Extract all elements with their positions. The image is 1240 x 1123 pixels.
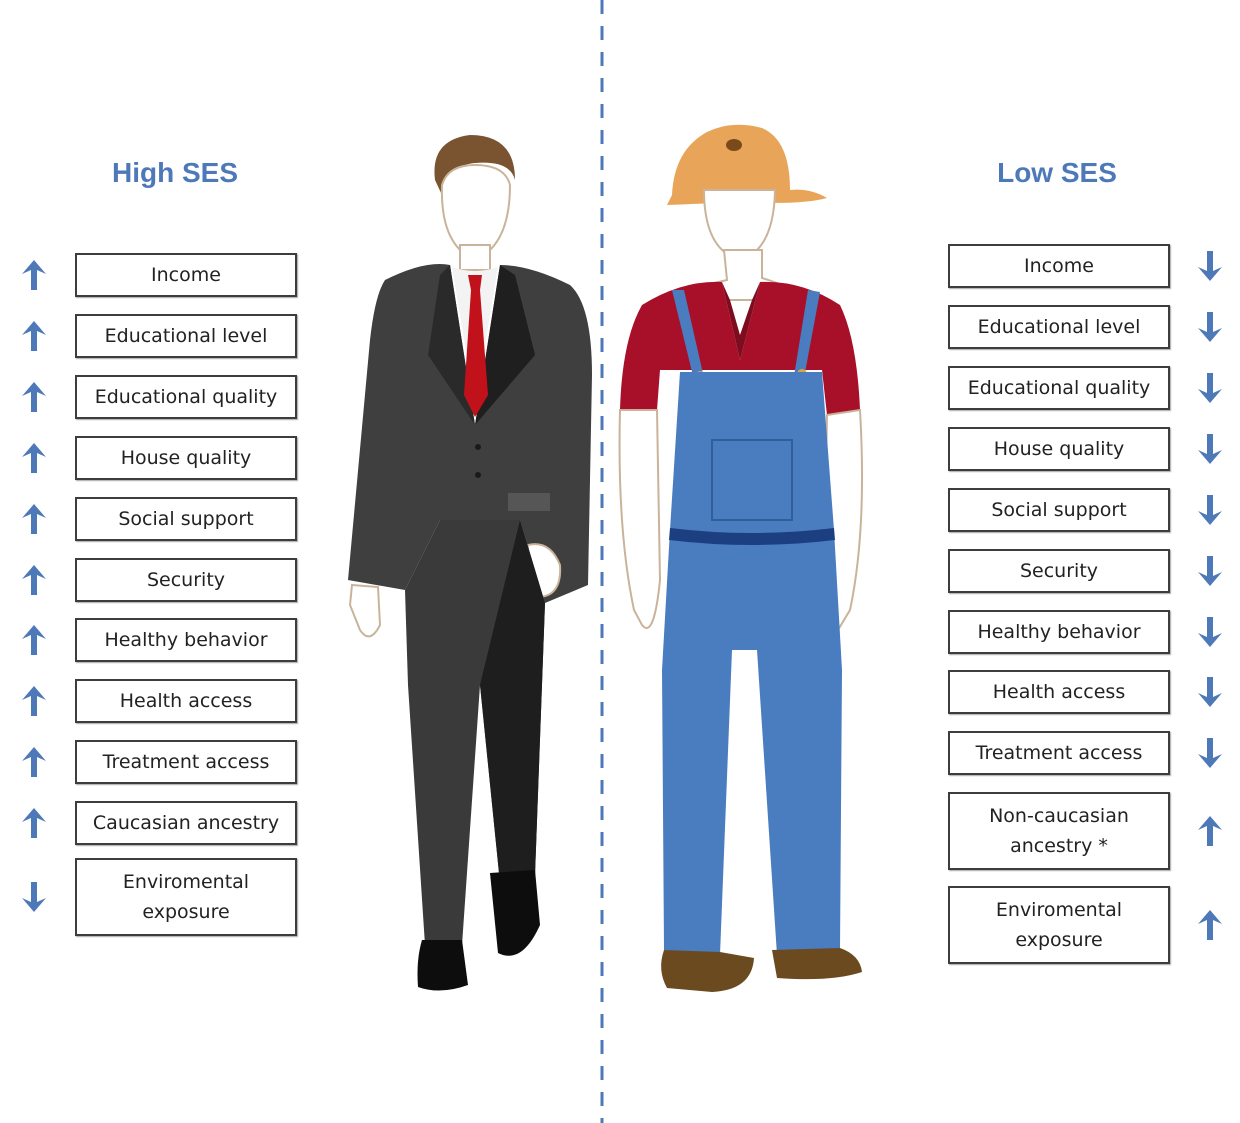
arrow-up-icon xyxy=(20,258,48,292)
low-factor-box: Social support xyxy=(948,488,1170,532)
low-factor-box: Healthy behavior xyxy=(948,610,1170,654)
arrow-up-icon xyxy=(20,745,48,779)
low-factor-box: Educational quality xyxy=(948,366,1170,410)
low-factor-box: Non-caucasian ancestry * xyxy=(948,792,1170,870)
arrow-up-icon xyxy=(20,563,48,597)
factor-label: Health access xyxy=(119,690,253,712)
farmer-figure xyxy=(618,124,864,992)
factor-label: Income xyxy=(151,264,221,286)
factor-label: Health access xyxy=(992,681,1126,703)
arrow-down-icon xyxy=(1196,493,1224,527)
arrow-up-icon xyxy=(20,684,48,718)
high-factor-box: Healthy behavior xyxy=(75,618,297,662)
high-factor-box: House quality xyxy=(75,436,297,480)
arrow-down-icon xyxy=(1196,371,1224,405)
high-ses-title: High SES xyxy=(111,157,238,188)
arrow-up-icon xyxy=(20,623,48,657)
arrow-up-icon xyxy=(20,806,48,840)
factor-label: Educational level xyxy=(977,316,1141,338)
factor-label: Social support xyxy=(991,499,1127,521)
high-factor-box: Health access xyxy=(75,679,297,723)
low-factor-box: Treatment access xyxy=(948,731,1170,775)
arrow-up-icon xyxy=(20,441,48,475)
arrow-down-icon xyxy=(1196,310,1224,344)
factor-label: Treatment access xyxy=(975,742,1143,764)
arrow-down-icon xyxy=(20,880,48,914)
factor-label: Enviromental exposure xyxy=(122,871,250,923)
businessman-figure xyxy=(348,135,592,991)
factor-label: Security xyxy=(146,569,226,591)
center-divider xyxy=(600,0,604,1123)
low-factor-box: Health access xyxy=(948,670,1170,714)
factor-label: Educational quality xyxy=(967,377,1151,399)
factor-label: Non-caucasian ancestry * xyxy=(989,805,1129,857)
factor-label: House quality xyxy=(993,438,1125,460)
factor-label: Educational level xyxy=(104,325,268,347)
factor-label: Caucasian ancestry xyxy=(92,812,280,834)
factor-label: Enviromental exposure xyxy=(995,899,1123,951)
high-factor-box: Security xyxy=(75,558,297,602)
low-factor-box: Enviromental exposure xyxy=(948,886,1170,964)
factor-label: Educational quality xyxy=(94,386,278,408)
high-factor-box: Educational level xyxy=(75,314,297,358)
factor-label: Income xyxy=(1024,255,1094,277)
high-factor-box: Income xyxy=(75,253,297,297)
low-ses-title: Low SES xyxy=(997,157,1117,188)
arrow-down-icon xyxy=(1196,615,1224,649)
arrow-down-icon xyxy=(1196,736,1224,770)
arrow-up-icon xyxy=(20,502,48,536)
high-factor-box: Educational quality xyxy=(75,375,297,419)
low-factor-box: House quality xyxy=(948,427,1170,471)
arrow-down-icon xyxy=(1196,675,1224,709)
factor-label: Security xyxy=(1019,560,1099,582)
factor-label: Healthy behavior xyxy=(104,629,268,651)
low-factor-box: Educational level xyxy=(948,305,1170,349)
arrow-down-icon xyxy=(1196,554,1224,588)
arrow-up-icon xyxy=(20,380,48,414)
arrow-up-icon xyxy=(20,319,48,353)
factor-label: Treatment access xyxy=(102,751,270,773)
high-factor-box: Treatment access xyxy=(75,740,297,784)
low-factor-box: Income xyxy=(948,244,1170,288)
factor-label: House quality xyxy=(120,447,252,469)
low-factor-box: Security xyxy=(948,549,1170,593)
high-factor-box: Caucasian ancestry xyxy=(75,801,297,845)
factor-label: Social support xyxy=(118,508,254,530)
arrow-up-icon xyxy=(1196,908,1224,942)
high-factor-box: Social support xyxy=(75,497,297,541)
high-factor-box: Enviromental exposure xyxy=(75,858,297,936)
arrow-down-icon xyxy=(1196,432,1224,466)
factor-label: Healthy behavior xyxy=(977,621,1141,643)
arrow-up-icon xyxy=(1196,814,1224,848)
arrow-down-icon xyxy=(1196,249,1224,283)
